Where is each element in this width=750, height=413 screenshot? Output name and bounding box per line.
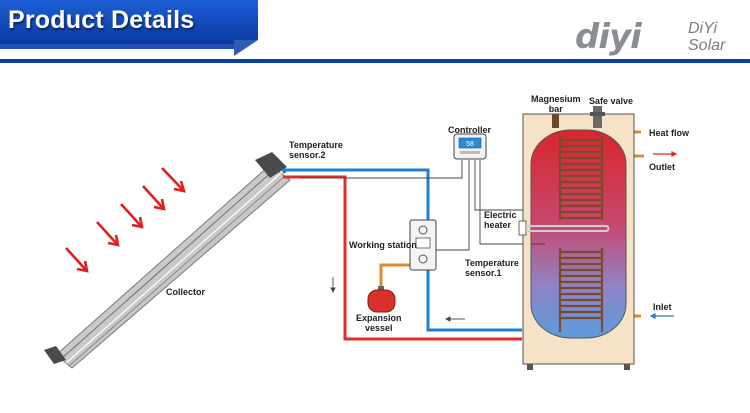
magnesium-bar (552, 114, 559, 128)
tank-foot (527, 364, 533, 370)
sun-ray-arrow-icon (142, 185, 166, 211)
label-inlet: Inlet (653, 302, 672, 312)
controller-unit: 58 (453, 133, 487, 160)
sun-ray-arrow-icon (161, 167, 186, 193)
label-controller: Controller (448, 125, 492, 135)
label-magnesium-bar: Magnesium bar (531, 94, 581, 114)
label-collector: Collector (166, 287, 206, 297)
label-electric-heater: Electric heater (484, 210, 517, 230)
label-expansion-vessel: Expansion vessel (356, 313, 402, 333)
label-safe-valve: Safe valve (589, 96, 634, 106)
outlet-arrow-icon (653, 151, 678, 157)
safe-valve (590, 106, 605, 128)
header-banner: Product Details diyi DiYi Solar (0, 0, 750, 70)
brand-name-line1: DiYi (688, 20, 718, 37)
header-bar-shape (0, 0, 750, 63)
brand-logo-text: diyi (575, 17, 642, 57)
label-temperature-sensor-2: Temperature sensor.2 (289, 140, 343, 160)
label-working-station: Working station (349, 240, 417, 250)
heat-exchanger-coil-lower (558, 248, 604, 332)
sun-ray-arrows (65, 167, 186, 273)
flow-direction-arrows (330, 277, 465, 322)
tank-foot (624, 364, 630, 370)
page-title: Product Details (8, 6, 195, 34)
inlet-arrow-icon (649, 313, 674, 319)
storage-tank (518, 106, 635, 370)
label-outlet: Outlet (649, 162, 675, 172)
label-temperature-sensor-1: Temperature sensor.1 (465, 258, 519, 278)
sensor-wires (301, 160, 540, 251)
collector-panel (44, 152, 291, 369)
controller-display-value: 58 (466, 141, 474, 148)
heat-exchanger-coil-upper (558, 136, 604, 220)
expansion-vessel (367, 286, 396, 313)
sun-ray-arrow-icon (120, 203, 144, 229)
working-station-unit (409, 219, 437, 271)
electric-heater-rod (518, 220, 610, 236)
brand-logo: diyi (575, 17, 642, 57)
sun-ray-arrow-icon (65, 247, 89, 273)
sun-ray-arrow-icon (96, 221, 120, 247)
label-heat-flow: Heat flow (649, 128, 690, 138)
brand-name-line2: Solar (688, 37, 726, 54)
